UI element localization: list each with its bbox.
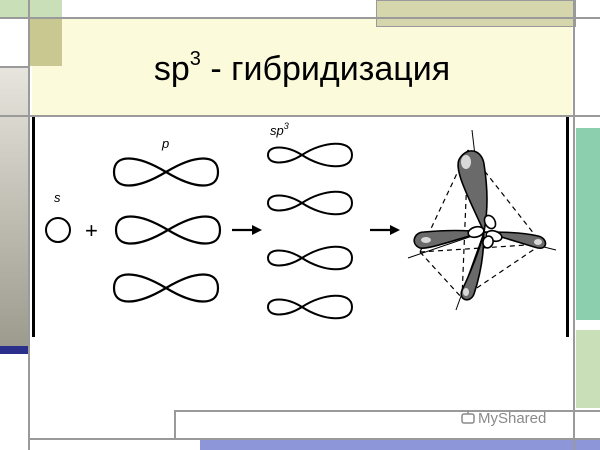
watermark-icon [461,411,475,424]
frame-line-h2 [0,66,28,68]
slide-title: sp3 - гибридизация [32,48,572,89]
sp3-orbital-3 [267,245,353,271]
diagram-panel-right-edge [566,117,569,337]
p-orbital-2 [114,215,222,245]
top-left-green-block [0,0,62,18]
olive-accent-block [28,18,62,66]
watermark-text: MyShared [478,410,547,427]
label-p: p [161,136,169,151]
frame-line-mid [0,115,600,117]
frame-line-left [28,0,30,450]
plus-sign: + [85,218,98,243]
top-right-olive-block [376,0,576,27]
title-superscript: 3 [189,48,201,70]
frame-line-right [573,0,575,450]
diagram-panel-left-edge [32,117,35,337]
label-sp3: sp3 [270,121,289,138]
watermark-logo [460,410,476,426]
arrow-right-2 [370,225,400,235]
frame-line-top [0,17,600,19]
title-band [32,18,572,115]
left-gradient-bar [0,66,28,346]
navy-accent-bar [0,346,30,354]
sp3-orbital-2 [267,190,353,216]
right-teal-block [576,128,600,320]
p-orbital-3 [112,273,220,303]
title-main: sp [153,50,190,88]
bottom-blue-bar [200,440,600,450]
title-rest: - гибридизация [200,50,451,88]
p-orbital-1 [112,157,220,187]
frame-line-bottom [30,438,600,440]
sp3-orbital-4 [267,294,353,320]
frame-box-bottom-right [174,410,600,412]
tetrahedral-sp3-orbitals [407,129,557,311]
sp3-orbital-1 [267,142,353,168]
frame-box-vertical [174,410,176,440]
arrow-right-1 [232,225,262,235]
label-s: s [54,190,61,205]
s-orbital [45,217,71,243]
right-lower-green-block [576,330,600,408]
